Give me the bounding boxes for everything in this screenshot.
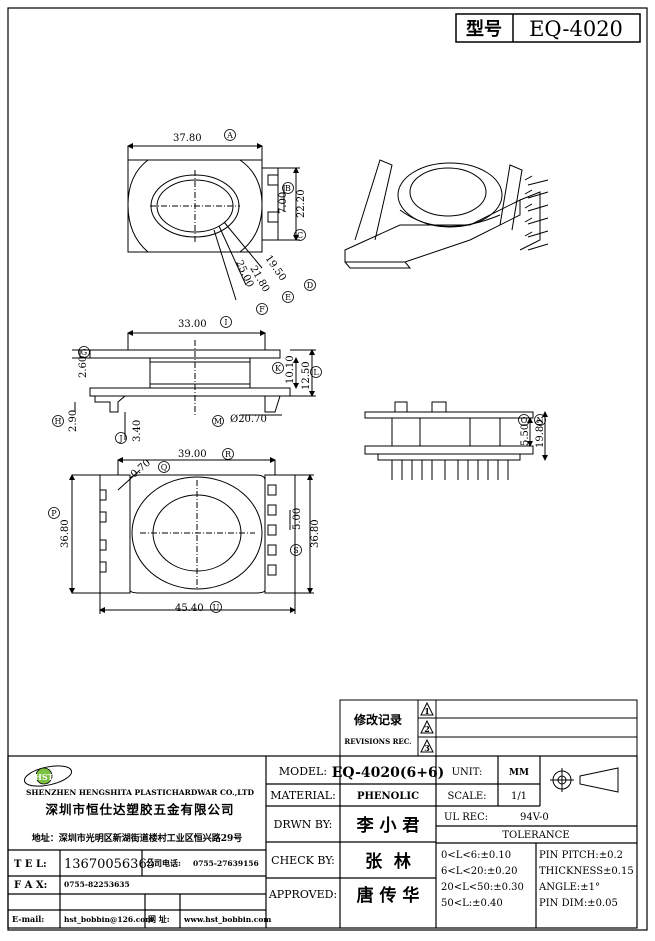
dim-S: 36.80 — [310, 519, 321, 548]
company-phone-label: 公司电话: — [146, 858, 181, 868]
revision-mark-2: 2 — [424, 724, 430, 734]
ref-C: C — [297, 231, 303, 240]
drawn-value: 李 小 君 — [357, 815, 420, 836]
web-label: 网 址: — [148, 914, 170, 924]
ref-K: K — [275, 364, 282, 373]
ref-J: J — [118, 434, 122, 443]
revision-mark-3: 3 — [424, 743, 430, 753]
reference-letters — [48, 129, 546, 613]
dim-N: 19.80 — [535, 419, 546, 448]
dim-K: 10.10 — [285, 355, 296, 384]
pin-pitch: PIN PITCH:±0.2 — [539, 850, 623, 861]
ref-A: A — [226, 131, 233, 140]
dim-J: 3.40 — [132, 420, 143, 442]
tel-label: T E L: — [14, 859, 47, 870]
ref-S: S — [293, 546, 298, 555]
tol-3: 20<L<50:±0.30 — [441, 882, 524, 893]
ref-M: M — [214, 417, 222, 426]
dim-U: 45.40 — [175, 603, 204, 614]
projection-symbol — [550, 767, 619, 793]
logo-text: HST — [34, 772, 53, 782]
pin-dim: PIN DIM:±0.05 — [539, 898, 618, 909]
model-title: EQ-4020 — [529, 17, 623, 41]
tel-value: 13670056365 — [64, 857, 155, 872]
company-logo: HST — [23, 765, 73, 787]
unit-label: UNIT: — [452, 767, 483, 778]
tol-1: 0<L<6:±0.10 — [441, 850, 511, 861]
dim-Q: 0.70 — [129, 458, 153, 481]
dim-I: 33.00 — [178, 319, 207, 330]
email-label: E-mail: — [12, 914, 44, 924]
ref-Q: Q — [161, 463, 168, 472]
unit-value: MM — [509, 768, 529, 778]
check-value: 张 林 — [365, 851, 411, 872]
dim-C: 22.20 — [296, 189, 307, 218]
company-name-en: SHENZHEN HENGSHITA PLASTICHARDWAR CO.,LT… — [26, 788, 254, 797]
ref-F: F — [259, 305, 265, 314]
ref-N: N — [537, 416, 544, 425]
material-label: MATERIAL: — [270, 789, 336, 802]
scale-label: SCALE: — [447, 791, 486, 802]
bottom-view — [69, 457, 314, 614]
side-view — [364, 401, 548, 480]
dim-B: 7.00 — [278, 192, 289, 214]
revision-mark-1: 1 — [424, 706, 430, 716]
ref-L: L — [313, 368, 319, 377]
ul-label: UL REC: — [444, 812, 488, 823]
approved-value: 唐 传 华 — [357, 885, 420, 906]
email-value: hst_bobbin@126.com — [64, 915, 153, 924]
company-address: 地址：深圳市光明区新湖街道楼村工业区恒兴路29号 — [32, 832, 243, 844]
header-box: 型号 EQ-4020 — [455, 13, 641, 43]
dim-O: 5.50 — [520, 424, 531, 446]
ref-U: U — [213, 603, 220, 612]
dim-A: 37.80 — [173, 133, 202, 144]
dim-H: 2.90 — [68, 410, 79, 432]
model-label: MODEL: — [279, 765, 327, 778]
ref-O: O — [521, 416, 528, 425]
ref-H: H — [55, 417, 62, 426]
scale-value: 1/1 — [511, 791, 527, 802]
tol-4: 50<L:±0.40 — [441, 898, 503, 909]
tol-2: 6<L<20:±0.20 — [441, 866, 518, 877]
ref-R: R — [225, 450, 232, 459]
company-phone: 0755-27639156 — [193, 859, 259, 868]
company-name-cn: 深圳市恒仕达塑胶五金有限公司 — [45, 802, 234, 817]
dim-L: 12.50 — [301, 361, 312, 390]
revisions-title-en: REVISIONS REC. — [344, 737, 411, 746]
type-label: 型号 — [466, 18, 502, 40]
ref-B: B — [285, 184, 291, 193]
angle: ANGLE:±1° — [538, 882, 600, 893]
material-value: PHENOLIC — [357, 791, 419, 802]
isometric-view — [344, 159, 549, 269]
approved-label: APPROVED: — [268, 888, 337, 901]
title-block-grid — [7, 755, 638, 929]
tolerance-label: TOLERANCE — [502, 830, 569, 841]
ref-G: G — [81, 348, 87, 357]
top-view — [127, 143, 300, 301]
ref-D: D — [307, 281, 313, 290]
web-value: www.hst_bobbin.com — [183, 915, 271, 924]
front-view — [72, 330, 316, 440]
dim-G: 2.60 — [78, 356, 89, 378]
fax-label: F A X: — [14, 880, 47, 891]
revisions-title-cn: 修改记录 — [353, 712, 402, 727]
dim-pitch: 5.00 — [292, 508, 303, 530]
fax-value: 0755-82253635 — [64, 880, 130, 889]
model-value: EQ-4020(6+6) — [332, 765, 445, 781]
dim-R: 39.00 — [178, 449, 207, 460]
ref-E: E — [285, 293, 291, 302]
drawn-label: DRWN BY: — [274, 818, 333, 831]
check-label: CHECK BY: — [271, 854, 335, 867]
dim-P: 36.80 — [60, 519, 71, 548]
thickness: THICKNESS±0.15 — [539, 866, 634, 877]
revisions-table — [339, 699, 638, 757]
drawing-border — [7, 7, 648, 931]
ref-I: I — [224, 318, 227, 327]
ul-value: 94V-0 — [520, 812, 549, 823]
dim-M: Ø20.70 — [230, 414, 267, 425]
ref-P: P — [51, 509, 57, 518]
